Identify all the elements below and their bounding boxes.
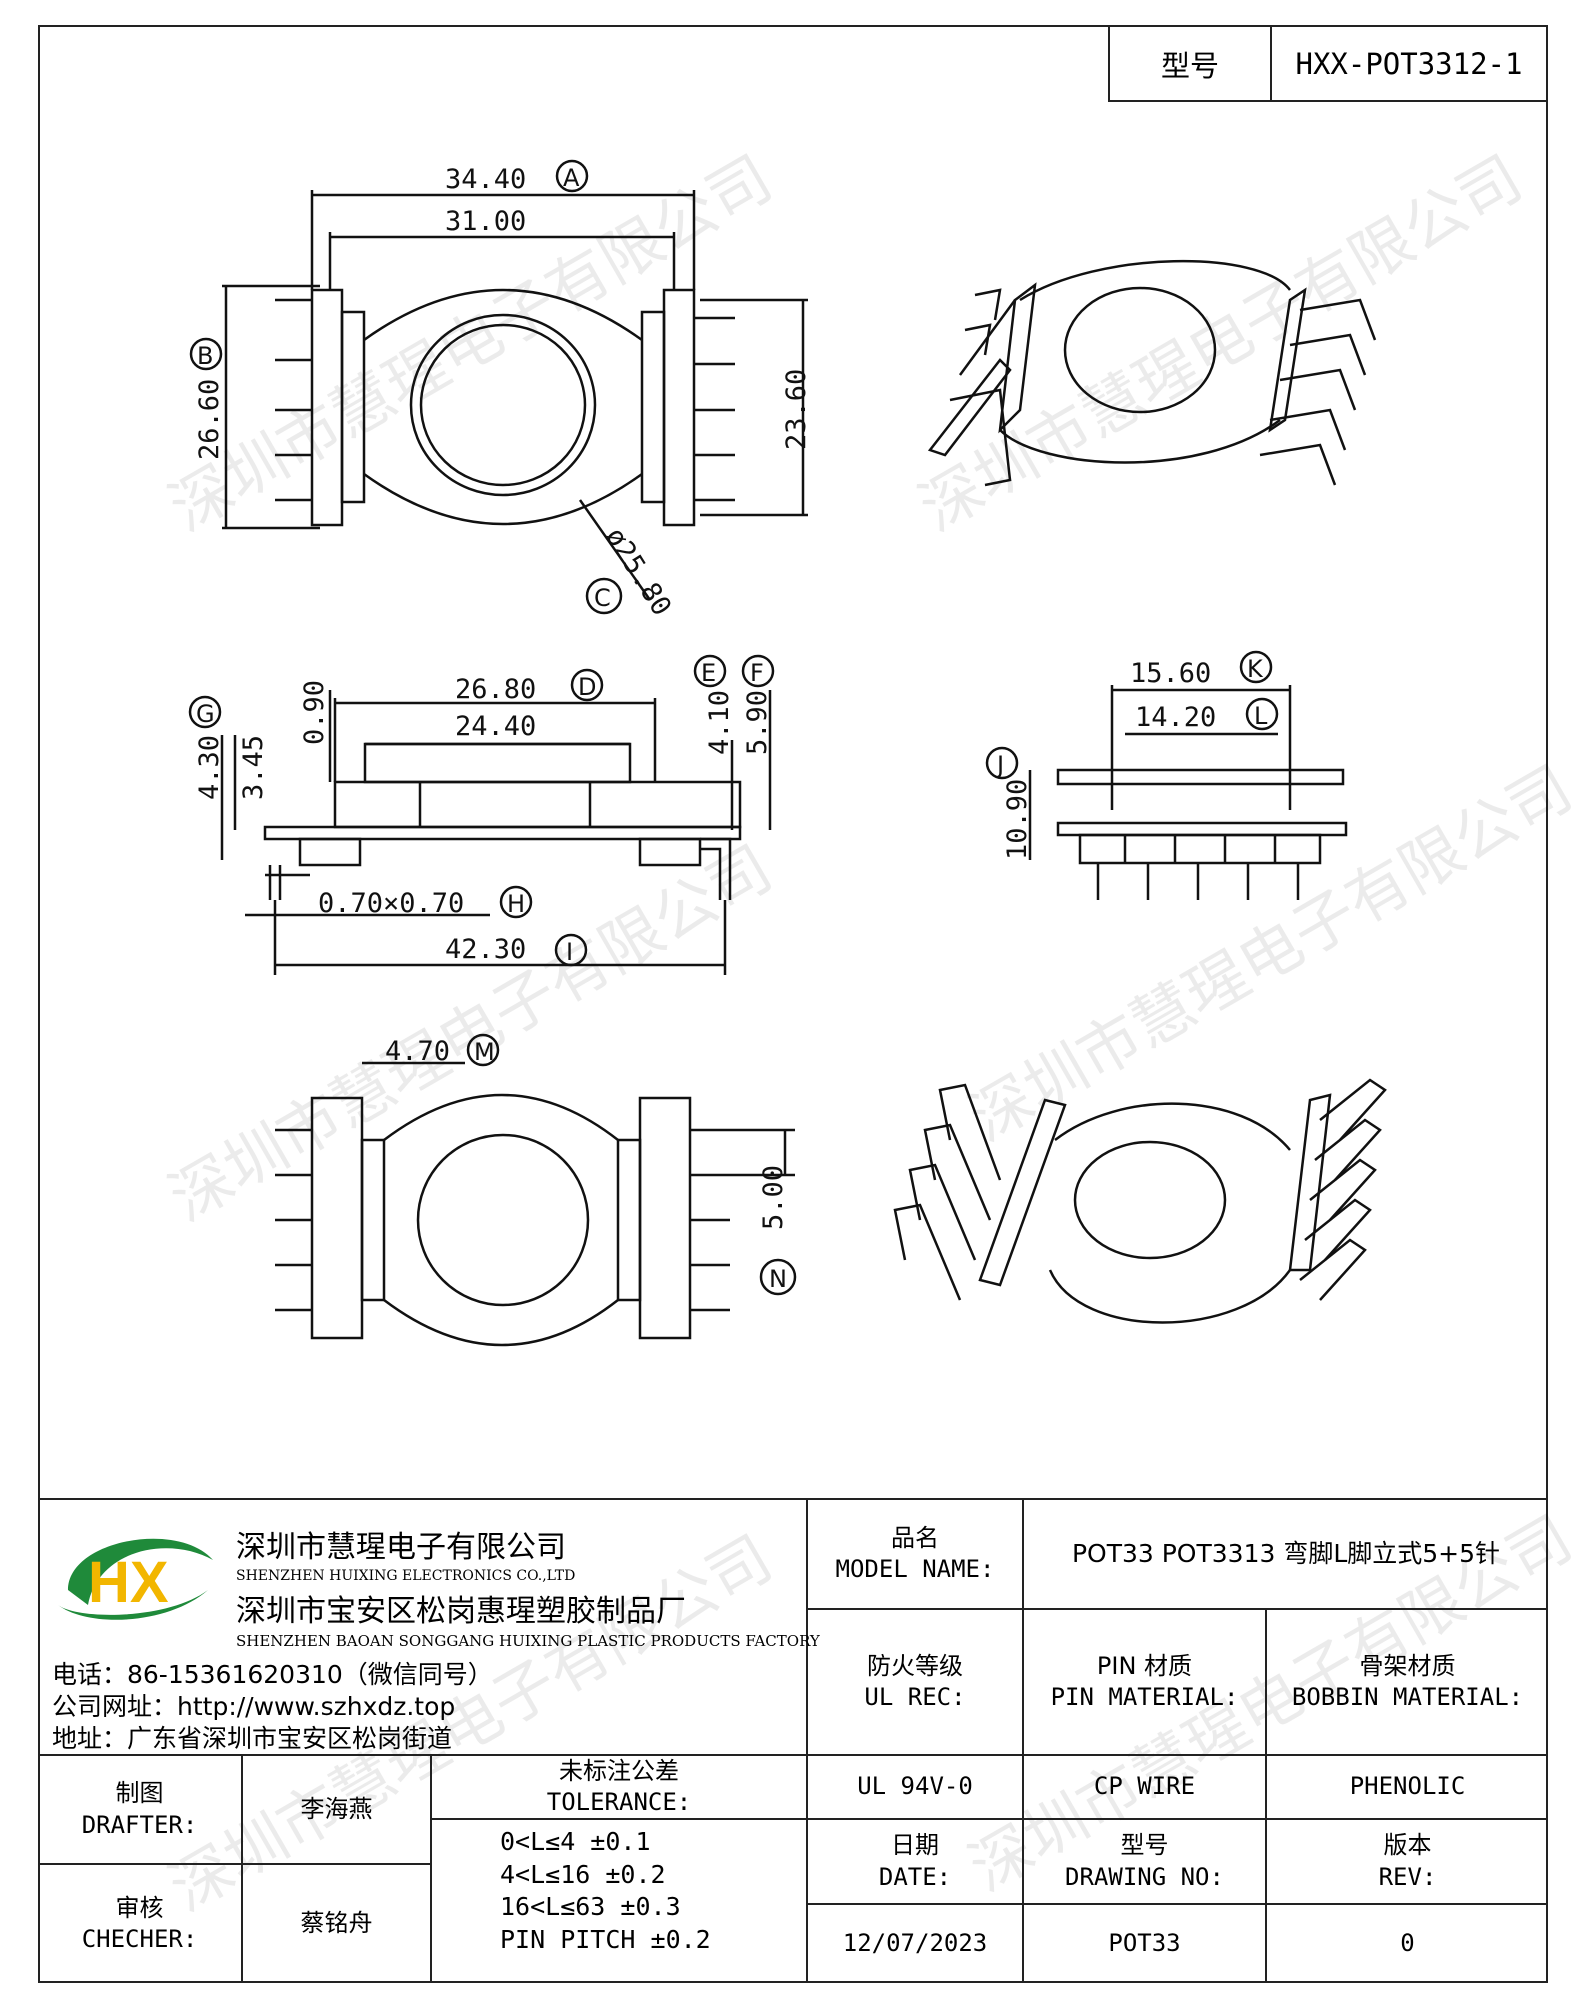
company-name-cn: 深圳市慧瑆电子有限公司 xyxy=(236,1530,566,1565)
dim-e-marker: E xyxy=(701,659,716,687)
date-label: 日期 DATE: xyxy=(878,1831,952,1891)
dim-h-marker: H xyxy=(507,890,525,918)
side-view: 26.80 D 24.40 0.90 4.10 5.90 E xyxy=(188,654,775,975)
dim-c-marker: C xyxy=(594,584,611,612)
tolerance-line: PIN PITCH ±0.2 xyxy=(500,1924,711,1954)
pin-material-value: CP WIRE xyxy=(1093,1772,1196,1801)
tolerance-list: 0<L≤4 ±0.1 4<L≤16 ±0.2 16<L≤63 ±0.3 PIN … xyxy=(500,1826,711,1956)
dim-j-marker: J xyxy=(995,751,1004,779)
dim-d-value: 26.80 xyxy=(455,674,536,705)
header-box: 型号 HXX-POT3312-1 xyxy=(1108,25,1548,102)
dim-f-value: 5.90 xyxy=(742,690,773,755)
dim-d2-value: 24.40 xyxy=(455,711,536,742)
date-value: 12/07/2023 xyxy=(842,1929,988,1958)
dim-l-marker: L xyxy=(1254,702,1268,730)
model-name-label: 品名 MODEL NAME: xyxy=(835,1523,995,1583)
dim-n-marker: N xyxy=(769,1265,787,1293)
dim-k-value: 15.60 xyxy=(1130,658,1211,689)
dim-n-value: 5.00 xyxy=(758,1165,789,1230)
dim-k-marker: K xyxy=(1247,655,1264,683)
dim-g-marker: G xyxy=(196,700,215,728)
pin-material-label: PIN 材质 PIN MATERIAL: xyxy=(1050,1651,1239,1711)
factory-name-en: SHENZHEN BAOAN SONGGANG HUIXING PLASTIC … xyxy=(236,1632,820,1650)
dim-g-value: 4.30 xyxy=(194,735,225,800)
dim-m-value: 4.70 xyxy=(385,1036,450,1067)
rev-label: 版本 REV: xyxy=(1378,1831,1437,1891)
dim-l-value: 14.20 xyxy=(1135,702,1216,733)
drawing-frame xyxy=(38,25,1548,1983)
drawing-no-label: 型号 DRAWING NO: xyxy=(1065,1831,1224,1891)
bobbin-material-label: 骨架材质 BOBBIN MATERIAL: xyxy=(1291,1651,1524,1711)
bobbin-material-value: PHENOLIC xyxy=(1349,1772,1466,1801)
company-name-en: SHENZHEN HUIXING ELECTRONICS CO.,LTD xyxy=(236,1568,576,1584)
technical-drawing: 34.40 A 31.00 26.60 B 23.60 xyxy=(188,159,1387,1347)
header-value: HXX-POT3312-1 xyxy=(1295,46,1523,81)
dim-a-marker: A xyxy=(563,164,580,192)
tolerance-line: 16<L≤63 ±0.3 xyxy=(500,1892,681,1921)
model-name-value: POT33 POT3313 弯脚L脚立式5+5针 xyxy=(1071,1538,1501,1568)
drafter-name: 李海燕 xyxy=(300,1794,373,1823)
logo-text: HX xyxy=(88,1550,169,1615)
dim-a2-value: 31.00 xyxy=(445,206,526,237)
tolerance-line: 0<L≤4 ±0.1 xyxy=(500,1827,651,1856)
dim-b-value: 26.60 xyxy=(194,379,225,460)
dim-b-marker: B xyxy=(197,342,213,370)
dim-e-value: 4.10 xyxy=(704,690,735,755)
dim-i-value: 42.30 xyxy=(445,934,526,965)
tolerance-label: 未标注公差 TOLERANCE: xyxy=(546,1756,692,1816)
company-logo: HX xyxy=(48,1520,218,1630)
tolerance-line: 4<L≤16 ±0.2 xyxy=(500,1859,666,1889)
dim-d-marker: D xyxy=(578,673,596,701)
factory-name-cn: 深圳市宝安区松岗惠瑆塑胶制品厂 xyxy=(236,1594,686,1629)
ul-value: UL 94V-0 xyxy=(857,1772,973,1801)
dim-f-marker: F xyxy=(750,659,764,687)
rev-value: 0 xyxy=(1400,1929,1415,1958)
iso-view-bottom xyxy=(893,1078,1387,1324)
dim-h-right-value: 23.60 xyxy=(781,369,812,450)
contact-address: 地址：广东省深圳市宝安区松岗街道 xyxy=(52,1724,453,1753)
ul-label: 防火等级 UL REC: xyxy=(864,1651,966,1711)
checker-label: 审核 CHECHER: xyxy=(81,1893,198,1953)
checker-name: 蔡铭舟 xyxy=(300,1909,373,1938)
dim-i-marker: I xyxy=(566,938,573,966)
drawing-no-value: POT33 xyxy=(1108,1929,1181,1958)
front-view: 15.60 K 14.20 L 10.90 J xyxy=(985,650,1348,900)
drafter-label: 制图 DRAFTER: xyxy=(81,1779,198,1839)
header-label: 型号 xyxy=(1110,27,1272,100)
dim-g2-value: 3.45 xyxy=(238,735,269,800)
dim-m-marker: M xyxy=(474,1038,495,1066)
dim-h-value: 0.70×0.70 xyxy=(318,888,464,919)
dim-top-small-value: 0.90 xyxy=(299,680,330,745)
dim-j-value: 10.90 xyxy=(1002,779,1033,860)
dim-a-value: 34.40 xyxy=(445,164,526,195)
contact-website: 公司网址：http://www.szhxdz.top xyxy=(52,1692,456,1721)
bottom-view: 4.70 M 5.00 N xyxy=(275,1033,797,1347)
contact-phone: 电话：86-15361620310（微信同号） xyxy=(52,1660,493,1689)
iso-view-top xyxy=(927,259,1377,487)
top-view: 34.40 A 31.00 26.60 B 23.60 xyxy=(189,159,812,621)
